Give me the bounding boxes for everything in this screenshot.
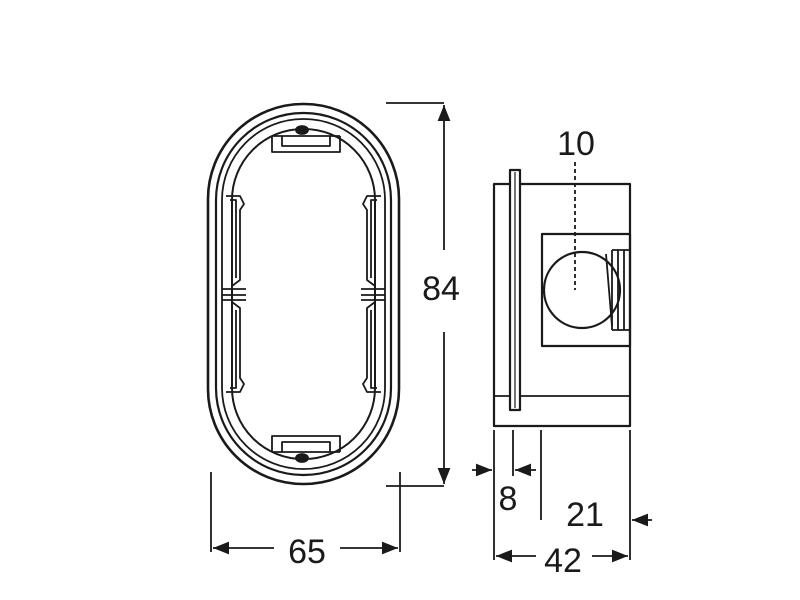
bottom-clip <box>271 435 341 463</box>
knockout-plug <box>605 249 630 331</box>
right-latches <box>361 195 385 393</box>
dim-label-10: 10 <box>557 125 595 163</box>
side-view <box>492 162 632 428</box>
front-outer-rim <box>206 102 401 486</box>
dim-label-21: 21 <box>566 496 604 534</box>
front-cavity <box>231 128 376 460</box>
dim-label-42: 42 <box>544 542 582 580</box>
top-clip <box>271 125 341 153</box>
left-latches <box>222 195 246 393</box>
top-screw-icon <box>295 125 309 135</box>
dimensions <box>210 102 652 563</box>
front-view <box>206 102 401 486</box>
dim-label-8: 8 <box>499 480 518 518</box>
bottom-screw-icon <box>295 453 309 463</box>
dim-label-84: 84 <box>422 270 460 308</box>
dim-label-65: 65 <box>288 533 326 571</box>
front-inner-rim <box>214 111 393 477</box>
knockout-circle <box>542 250 622 330</box>
knockout-frame <box>540 232 632 348</box>
front-flange-edge <box>221 118 386 470</box>
